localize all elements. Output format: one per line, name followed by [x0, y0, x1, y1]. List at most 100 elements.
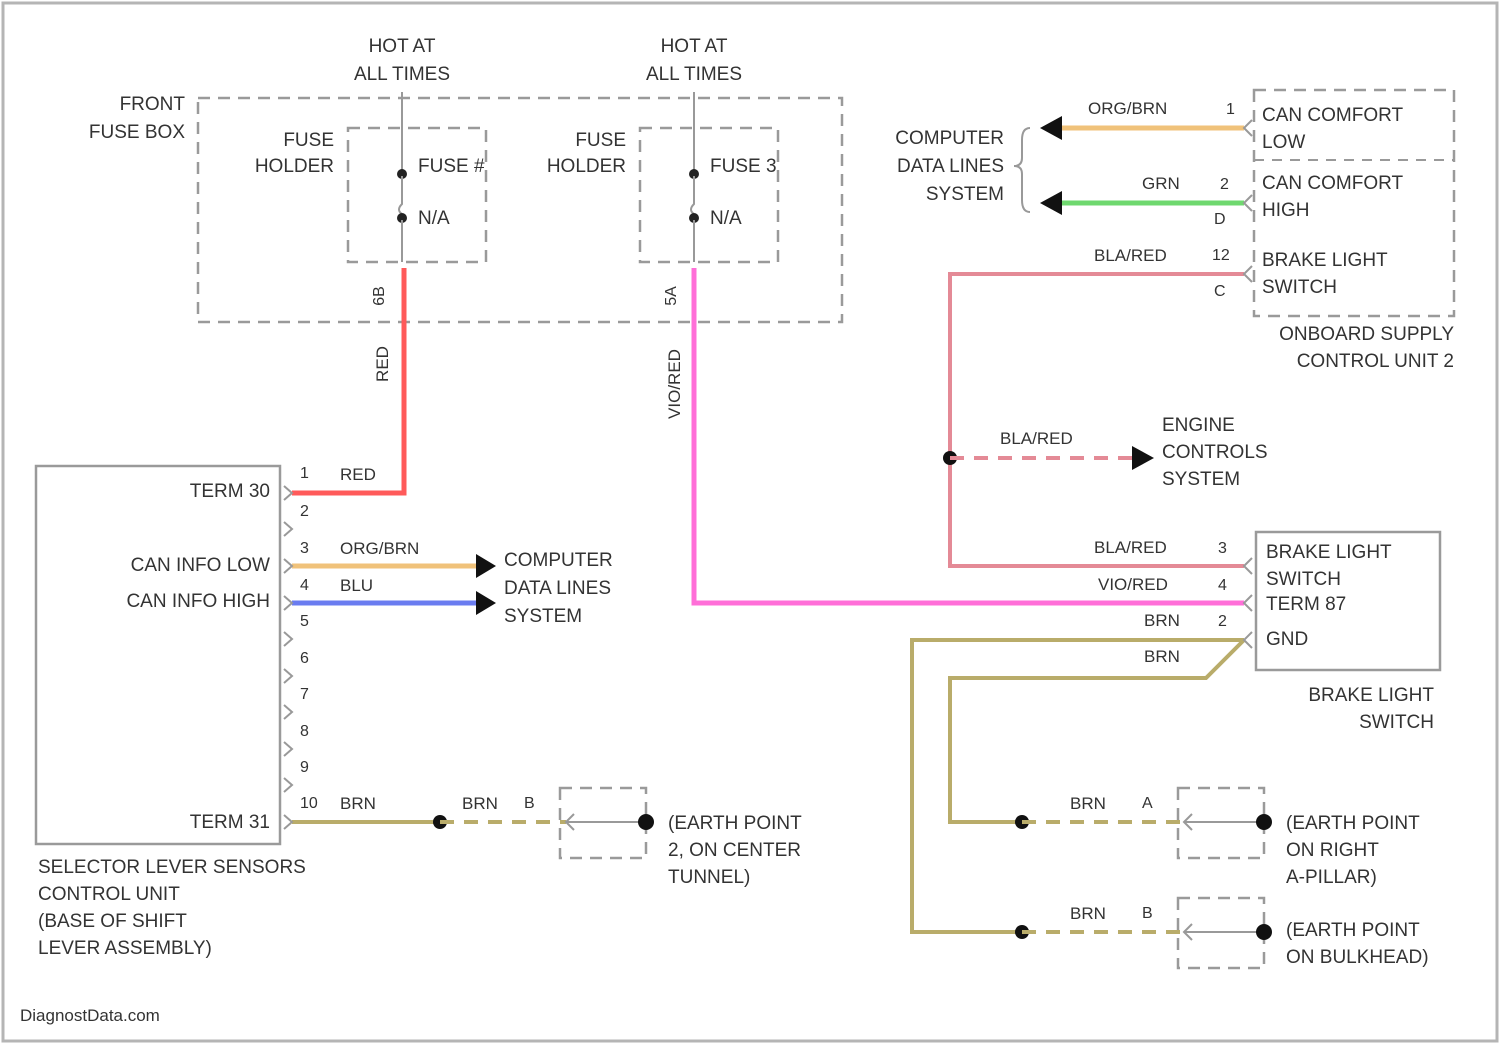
brake-switch-pin-4	[1244, 595, 1252, 611]
ground-3-caption-line1: (EARTH POINT	[1286, 920, 1420, 941]
connector-pin-4	[284, 596, 292, 610]
onboard-pin-1-label-line2: LOW	[1262, 132, 1305, 153]
ground-1-caption-line2: 2, ON CENTER	[668, 840, 801, 861]
pin-number-3: 3	[300, 540, 309, 557]
selector-caption-line2: CONTROL UNIT	[38, 884, 180, 905]
pin-number-5: 5	[300, 613, 309, 630]
brake-switch-pin-4-number: 4	[1218, 577, 1227, 594]
hot-at-all-times-a-line2: ALL TIMES	[354, 64, 450, 85]
engine-controls-line1: ENGINE	[1162, 415, 1235, 436]
ground-3-id: B	[1142, 905, 1153, 922]
onboard-pin-2	[1244, 195, 1252, 211]
ground-point-center-tunnel: B (EARTH POINT 2, ON CENTER TUNNEL)	[524, 788, 802, 888]
wire-grn-onboard-label: GRN	[1142, 174, 1180, 193]
onboard-pin-12	[1244, 266, 1252, 282]
front-fuse-box: FRONT FUSE BOX HOT AT ALL TIMES HOT AT A…	[89, 36, 842, 322]
arrow-org-brn-onboard	[1040, 116, 1062, 140]
pin-number-8: 8	[300, 723, 309, 740]
onboard-caption-line1: ONBOARD SUPPLY	[1279, 324, 1454, 345]
ground-2-caption-line2: ON RIGHT	[1286, 840, 1379, 861]
cdl-left-line3: SYSTEM	[504, 606, 582, 627]
cdl-right-line1: COMPUTER	[895, 128, 1004, 149]
wire-brn-switch-label-1: BRN	[1144, 611, 1180, 630]
connector-pin-9	[284, 778, 292, 792]
connector-pin-2	[284, 522, 292, 536]
ground-2-caption-line1: (EARTH POINT	[1286, 813, 1420, 834]
wire-brn-selector-dashed-label: BRN	[462, 794, 498, 813]
fuse-b-pin: 5A	[663, 286, 680, 306]
computer-data-lines-left: COMPUTER DATA LINES SYSTEM	[504, 550, 613, 627]
fuse-box-title-line1: FRONT	[120, 94, 186, 115]
onboard-pin-12-label-line2: SWITCH	[1262, 277, 1337, 298]
brake-switch-label-line1: BRAKE LIGHT	[1266, 542, 1392, 563]
engine-controls-line3: SYSTEM	[1162, 469, 1240, 490]
engine-controls-line2: CONTROLS	[1162, 442, 1268, 463]
arrow-blu-selector	[476, 591, 496, 615]
connector-pin-8	[284, 742, 292, 756]
computer-data-lines-right: COMPUTER DATA LINES SYSTEM	[895, 128, 1030, 212]
ground-2-terminal	[1256, 814, 1272, 830]
ground-point-bulkhead: B (EARTH POINT ON BULKHEAD)	[1142, 898, 1429, 968]
engine-controls-system: ENGINE CONTROLS SYSTEM	[1162, 415, 1268, 490]
wire-bla-red-engine-label: BLA/RED	[1000, 429, 1073, 448]
wire-org-brn-onboard-label: ORG/BRN	[1088, 99, 1167, 118]
wire-red-label: RED	[340, 465, 376, 484]
fuse-a-pin: 6B	[371, 286, 388, 306]
connector-pin-6	[284, 669, 292, 683]
wire-vio-red-vertical-label: VIO/RED	[665, 349, 684, 419]
pin-number-10: 10	[300, 795, 318, 812]
brake-switch-caption-line1: BRAKE LIGHT	[1308, 685, 1434, 706]
selector-lever-control-unit: TERM 30 CAN INFO LOW CAN INFO HIGH TERM …	[36, 465, 318, 959]
pin-number-6: 6	[300, 650, 309, 667]
onboard-pin-1	[1244, 120, 1252, 136]
ground-1-caption-line1: (EARTH POINT	[668, 813, 802, 834]
cdl-right-line3: SYSTEM	[926, 184, 1004, 205]
onboard-pin-12-number: 12	[1212, 247, 1230, 264]
onboard-connector-d: D	[1214, 211, 1226, 228]
ground-2-id: A	[1142, 795, 1153, 812]
selector-caption-line1: SELECTOR LEVER SENSORS	[38, 857, 306, 878]
pin-number-7: 7	[300, 686, 309, 703]
onboard-pin-2-number: 2	[1220, 176, 1229, 193]
selector-caption-line4: LEVER ASSEMBLY)	[38, 938, 212, 959]
pin-can-low-label: CAN INFO LOW	[131, 555, 270, 576]
fuse-b-element	[691, 176, 694, 214]
brake-switch-label-line2: SWITCH	[1266, 569, 1341, 590]
wire-brn-switch-label-2: BRN	[1144, 647, 1180, 666]
wire-bla-red-top-label: BLA/RED	[1094, 246, 1167, 265]
connector-pin-10	[284, 815, 292, 829]
brake-switch-label-gnd: GND	[1266, 629, 1308, 650]
hot-at-all-times-b-line1: HOT AT	[661, 36, 728, 57]
connector-pin-7	[284, 705, 292, 719]
wire-brn-selector-label: BRN	[340, 794, 376, 813]
cdl-right-line2: DATA LINES	[897, 156, 1004, 177]
watermark: DiagnostData.com	[20, 1006, 160, 1025]
cdl-right-brace	[1014, 128, 1030, 212]
wire-brn-bulkhead	[912, 640, 1244, 932]
hot-at-all-times-a-line1: HOT AT	[369, 36, 436, 57]
fuse-holder-b-title-line1: FUSE	[575, 130, 626, 151]
fuse-b-name: FUSE 3	[710, 156, 777, 177]
onboard-supply-control-unit: 1 2 12 D C CAN COMFORT LOW CAN COMFORT H…	[1212, 90, 1454, 372]
wire-brn-a-pillar-label: BRN	[1070, 794, 1106, 813]
fuse-a-element	[399, 176, 402, 214]
onboard-pin-1-number: 1	[1226, 101, 1235, 118]
brake-switch-pin-3	[1244, 558, 1252, 574]
pin-term31-label: TERM 31	[190, 812, 270, 833]
cdl-left-line2: DATA LINES	[504, 578, 611, 599]
wire-red-vertical-label: RED	[373, 346, 392, 382]
ground-1-terminal	[638, 814, 654, 830]
pin-term30-label: TERM 30	[190, 481, 270, 502]
ground-1-id: B	[524, 795, 535, 812]
ground-2-caption-line3: A-PILLAR)	[1286, 867, 1377, 888]
onboard-pin-12-label-line1: BRAKE LIGHT	[1262, 250, 1388, 271]
brake-light-switch: 3 4 2 BRAKE LIGHT SWITCH TERM 87 GND BRA…	[1218, 532, 1440, 733]
pin-number-4: 4	[300, 577, 309, 594]
onboard-connector	[1244, 120, 1252, 282]
cdl-left-line1: COMPUTER	[504, 550, 613, 571]
wire-bla-red-bottom-label: BLA/RED	[1094, 538, 1167, 557]
pin-number-9: 9	[300, 759, 309, 776]
ground-point-a-pillar: A (EARTH POINT ON RIGHT A-PILLAR)	[1142, 788, 1420, 888]
brake-switch-label-line3: TERM 87	[1266, 594, 1346, 615]
